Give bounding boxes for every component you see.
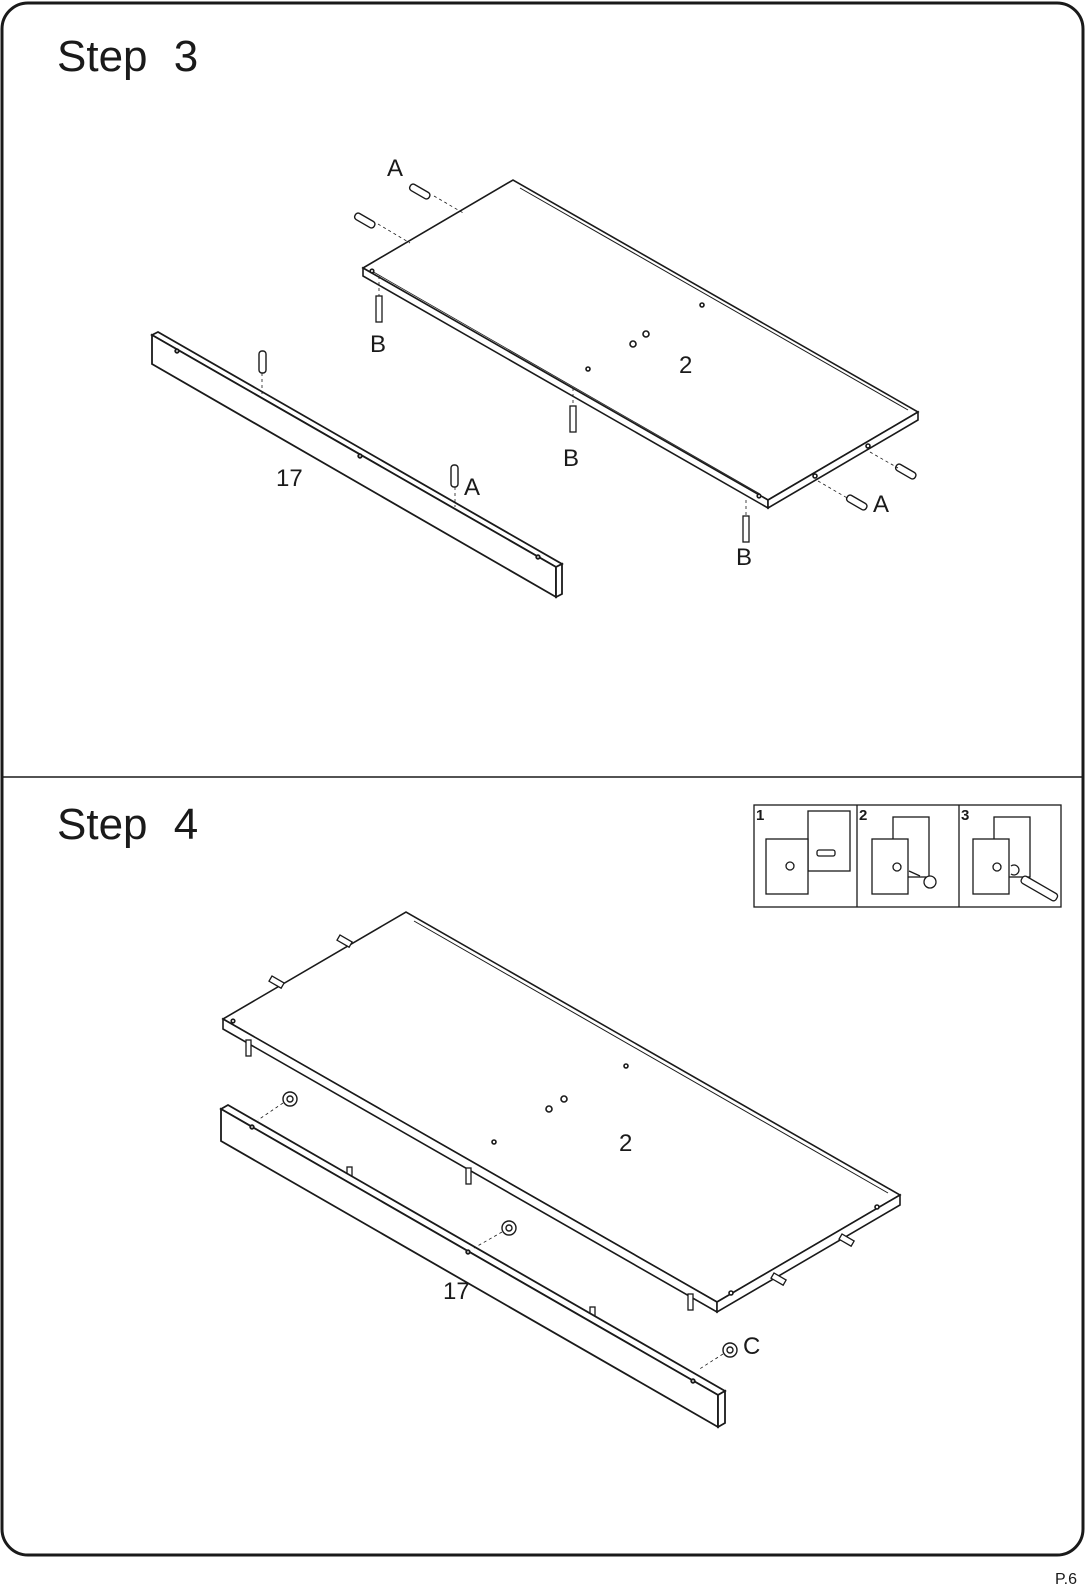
step4-panel-2	[223, 912, 900, 1312]
label-rail-17: 17	[443, 1280, 470, 1304]
label-dowel-a: A	[464, 476, 480, 500]
label-cam-bolt-b: B	[563, 447, 579, 471]
page-number: P.6	[1055, 1571, 1077, 1589]
step3-rail-17	[152, 332, 562, 597]
step-3-title: Step 3	[57, 32, 198, 82]
step3-panel-2	[363, 180, 918, 508]
inset-step-1: 1	[756, 808, 764, 823]
label-dowel-a: A	[873, 493, 889, 517]
label-cam-bolt-b: B	[736, 546, 752, 570]
label-panel-2: 2	[679, 354, 692, 378]
inset-step-3: 3	[961, 808, 969, 823]
label-cam-lock-c: C	[743, 1335, 760, 1359]
label-dowel-a: A	[387, 157, 403, 181]
step-4-title: Step 4	[57, 800, 198, 850]
label-rail-17: 17	[276, 467, 303, 491]
label-panel-2: 2	[619, 1132, 632, 1156]
cam-lock-inset	[754, 805, 1061, 907]
inset-step-2: 2	[859, 808, 867, 823]
label-cam-bolt-b: B	[370, 333, 386, 357]
